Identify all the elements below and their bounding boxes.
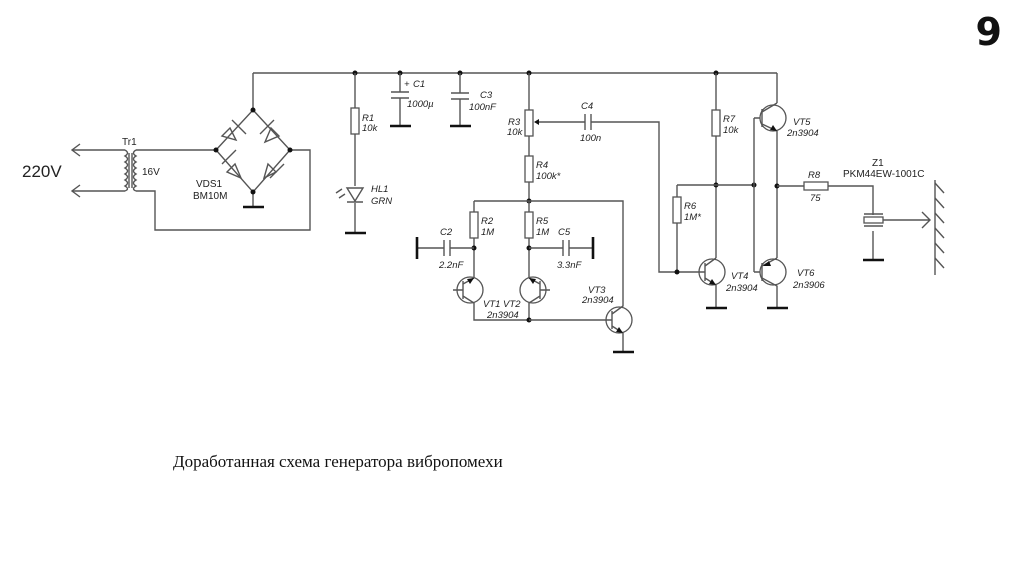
c2-value: 2.2nF [438, 260, 464, 271]
figure-caption: Доработанная схема генератора вибропомех… [173, 452, 503, 471]
vt3-value: 2n3904 [581, 295, 614, 306]
mains-input: 220V [22, 143, 125, 198]
r2-value: 1M [481, 227, 494, 238]
resistor-r5 [524, 211, 534, 239]
potentiometer-r3 [524, 109, 534, 137]
resistor-r6 [672, 196, 682, 224]
r4-value: 100k* [536, 171, 561, 182]
r5-ref: R5 [536, 216, 549, 227]
r3-ref: R3 [508, 117, 521, 128]
resistor-r2 [469, 211, 479, 239]
output-stage: R7 10k R6 1M* VT4 2n3904 VT5 2n3904 VT6 … [672, 70, 945, 310]
c4-value: 100n [580, 133, 601, 144]
c1-polarity: + [404, 79, 410, 90]
led-icon [345, 187, 365, 203]
piezo-z1 [863, 216, 884, 224]
r1-ref: R1 [362, 113, 374, 124]
vt3-ref: VT3 [588, 285, 606, 296]
vt6-ref: VT6 [797, 268, 815, 279]
resistor-r7 [711, 109, 721, 137]
r8-value: 75 [810, 193, 821, 204]
hl1-value: GRN [371, 196, 392, 207]
r4-ref: R4 [536, 160, 548, 171]
diode-bridge-vds1: VDS1 BM10M [193, 73, 293, 209]
c2-ref: C2 [440, 227, 453, 238]
vt4-value: 2n3904 [725, 283, 758, 294]
mechanical-surface [934, 180, 945, 275]
resistor-r1 [350, 107, 360, 135]
diode-icon [262, 162, 285, 180]
transistor-vt6 [759, 258, 787, 286]
mains-voltage-label: 220V [22, 162, 62, 181]
r7-value: 10k [723, 125, 740, 136]
vt5-ref: VT5 [793, 117, 811, 128]
z1-ref: Z1 [872, 158, 884, 169]
c5-ref: C5 [558, 227, 571, 238]
c3-ref: C3 [480, 90, 493, 101]
r6-value: 1M* [684, 212, 701, 223]
c1-value: 1000µ [407, 99, 434, 110]
vt6-value: 2n3906 [792, 280, 825, 291]
r6-ref: R6 [684, 201, 697, 212]
vt5-value: 2n3904 [786, 128, 819, 139]
diode-icon [221, 149, 243, 180]
resistor-r8 [803, 181, 829, 191]
c5-value: 3.3nF [557, 260, 582, 271]
capacitor-c1: + C1 1000µ [390, 70, 434, 128]
diode-icon [220, 119, 247, 142]
slide-number: 9 [975, 10, 1002, 54]
multivibrator: R2 1M C2 2.2nF R5 1M C5 3.3nF VT1 VT2 2n… [415, 198, 634, 354]
z1-value: PKM44EW-1001C [843, 169, 925, 180]
r1-led-branch: R1 10k HL1 GRN [335, 70, 392, 235]
vt4-ref: VT4 [731, 271, 748, 282]
c4-ref: C4 [581, 101, 593, 112]
r8-ref: R8 [808, 170, 821, 181]
bridge-value: BM10M [193, 191, 227, 202]
arrow-icon [70, 143, 81, 157]
transformer-tr1: Tr1 16V [122, 137, 311, 231]
c3-value: 100nF [469, 102, 497, 113]
r3-value: 10k [507, 127, 524, 138]
r7-ref: R7 [723, 114, 736, 125]
hl1-ref: HL1 [371, 184, 388, 195]
resistor-r4 [524, 155, 534, 183]
r2-ref: R2 [481, 216, 494, 227]
transformer-ref: Tr1 [122, 137, 137, 148]
arrow-icon [70, 184, 81, 198]
transformer-secondary-voltage: 16V [142, 167, 160, 178]
capacitor-c3: C3 100nF [450, 70, 497, 128]
r3-r4-c4: R3 10k C4 100n R4 100k* [507, 70, 697, 273]
bridge-ref: VDS1 [196, 179, 223, 190]
r1-value: 10k [362, 123, 379, 134]
c1-ref: C1 [413, 79, 425, 90]
vt12-ref: VT1 VT2 [483, 299, 521, 310]
vt12-value: 2n3904 [486, 310, 519, 321]
diode-icon [259, 119, 281, 144]
r5-value: 1M [536, 227, 549, 238]
